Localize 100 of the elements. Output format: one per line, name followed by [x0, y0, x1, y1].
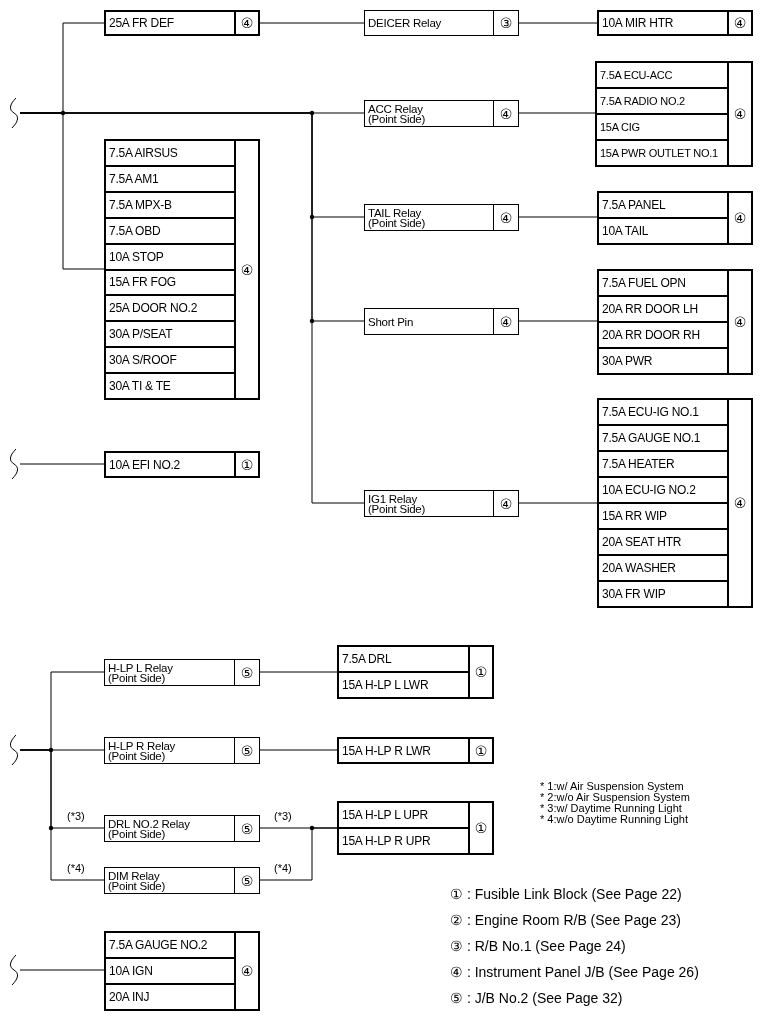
wire-break-icon — [8, 97, 20, 129]
relay-box — [104, 815, 260, 842]
relay-box — [104, 867, 260, 894]
legend-entry: ① : Fusible Link Block (See Page 22) — [450, 885, 682, 903]
fuse-label: 7.5A GAUGE NO.2 — [106, 933, 234, 959]
relay-box — [364, 204, 519, 231]
fuse-label: 7.5A HEATER — [599, 452, 727, 478]
fuse-label: 15A RR WIP — [599, 504, 727, 530]
location-number: ④ — [234, 933, 258, 1009]
wire-break-icon — [8, 448, 20, 480]
fuse-label: 10A IGN — [106, 959, 234, 985]
wire — [259, 22, 365, 24]
location-number: ④ — [727, 193, 751, 243]
wire — [19, 969, 105, 971]
location-number: ④ — [727, 63, 751, 165]
relay-label: ACC Relay (Point Side) — [367, 101, 427, 126]
fuse-block — [597, 398, 753, 608]
fuse-label: 30A PWR — [601, 353, 654, 370]
location-number: ① — [234, 453, 258, 476]
legend-entry: ⑤ : J/B No.2 (See Page 32) — [450, 989, 623, 1007]
fuse-label: 30A TI & TE — [108, 378, 172, 396]
location-number: ① — [468, 803, 492, 853]
relay-label: H-LP R Relay (Point Side) — [107, 738, 177, 763]
fuse-block — [104, 139, 260, 400]
footnote: * 4:w/o Daytime Running Light — [540, 814, 688, 825]
fuse-label: 20A RR DOOR RH — [599, 323, 727, 349]
edge-label: (*3) — [273, 810, 293, 822]
edge-label: (*4) — [66, 862, 86, 874]
location-number: ⑤ — [234, 660, 259, 685]
fuse-label: 10A STOP — [106, 244, 234, 271]
fuse-label: 20A WASHER — [599, 556, 727, 582]
fuse-label: 7.5A GAUGE NO.1 — [599, 426, 727, 452]
fuse-label: 15A H-LP R UPR — [341, 833, 432, 850]
location-number: ④ — [493, 309, 518, 334]
fuse-label: 25A FR DEF — [108, 15, 175, 32]
fuse-label: 20A INJ — [108, 989, 151, 1006]
edge-label: (*4) — [273, 862, 293, 874]
location-number: ④ — [727, 271, 751, 373]
location-number: ① — [468, 739, 492, 762]
footnote: * 3:w/ Daytime Running Light — [540, 803, 682, 814]
relay-label: DIM Relay (Point Side) — [107, 868, 167, 893]
fuse-label: 10A TAIL — [601, 223, 650, 240]
relay-box — [364, 490, 519, 517]
wire — [259, 749, 338, 751]
fuse-label: 7.5A PANEL — [599, 193, 727, 219]
wire — [259, 671, 338, 673]
wire — [19, 112, 365, 504]
location-number: ④ — [493, 101, 518, 126]
fuse-label: 30A S/ROOF — [106, 348, 234, 375]
fuse-block — [104, 10, 260, 36]
fuse-label: 7.5A MPX-B — [106, 192, 234, 219]
relay-label: DEICER Relay — [367, 16, 443, 31]
fuse-label: 15A H-LP L UPR — [339, 803, 468, 829]
fuse-label: 20A RR DOOR LH — [599, 297, 727, 323]
wire-break-icon — [8, 954, 20, 986]
wire — [518, 22, 598, 24]
wire — [19, 749, 105, 881]
fuse-label: 20A SEAT HTR — [599, 530, 727, 556]
location-number: ④ — [234, 141, 258, 398]
fuse-block — [595, 61, 753, 167]
fuse-block — [597, 191, 753, 245]
relay-box — [364, 100, 519, 127]
location-number: ④ — [727, 12, 751, 34]
location-number: ④ — [234, 12, 258, 34]
fuse-label: 7.5A RADIO NO.2 — [597, 89, 727, 115]
location-number: ① — [468, 647, 492, 697]
relay-box — [104, 737, 260, 764]
footnote: * 2:w/o Air Suspension System — [540, 792, 690, 803]
fuse-label: 10A ECU-IG NO.2 — [599, 478, 727, 504]
location-number: ⑤ — [234, 868, 259, 893]
relay-label: TAIL Relay (Point Side) — [367, 205, 427, 230]
fuse-label: 7.5A ECU-IG NO.1 — [599, 400, 727, 426]
fuse-label: 7.5A FUEL OPN — [599, 271, 727, 297]
relay-box — [104, 659, 260, 686]
fuse-label: 15A H-LP L LWR — [341, 677, 430, 694]
fuse-block — [597, 269, 753, 375]
relay-box — [364, 10, 519, 36]
location-number: ④ — [493, 491, 518, 516]
fuse-label: 30A FR WIP — [601, 586, 667, 603]
wire — [259, 827, 338, 881]
footnote: * 1:w/ Air Suspension System — [540, 781, 684, 792]
fuse-label: 7.5A AM1 — [106, 166, 234, 193]
fuse-block — [337, 801, 494, 855]
fuse-block — [337, 645, 494, 699]
fuse-block — [597, 10, 753, 36]
relay-box — [364, 308, 519, 335]
fuse-label: 10A MIR HTR — [601, 15, 675, 32]
wire — [19, 463, 105, 465]
relay-label: H-LP L Relay (Point Side) — [107, 660, 174, 685]
wire — [518, 320, 598, 322]
fuse-block — [337, 737, 494, 764]
wire-break-icon — [8, 734, 20, 766]
fuse-label: 25A DOOR NO.2 — [106, 296, 234, 323]
fuse-block — [104, 931, 260, 1011]
fuse-label: 15A H-LP R LWR — [341, 742, 432, 760]
location-number: ⑤ — [234, 816, 259, 841]
fuse-block — [104, 451, 260, 478]
relay-label: Short Pin — [367, 314, 415, 330]
location-number: ④ — [727, 400, 751, 606]
fuse-label: 7.5A ECU-ACC — [597, 63, 727, 89]
